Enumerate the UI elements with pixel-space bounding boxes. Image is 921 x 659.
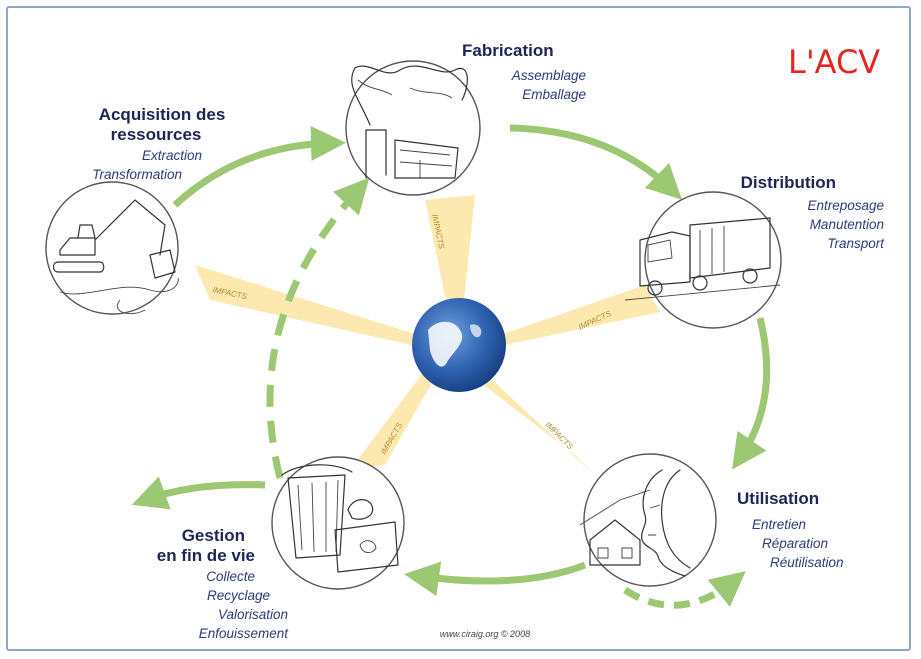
- diagram-frame: [6, 6, 911, 651]
- cycle-arrows: [131, 124, 771, 609]
- arrow-fabrication-to-distribution: [509, 124, 683, 200]
- impact-band-distribution: [500, 285, 660, 345]
- stage-title-gestion: Gestion: [182, 526, 245, 545]
- stage-title-gestion: en fin de vie: [157, 546, 255, 565]
- impact-band-utilisation: [485, 378, 600, 480]
- gestion-item: Enfouissement: [199, 626, 290, 641]
- globe-icon: [412, 298, 506, 392]
- acquisition-item: Extraction: [142, 148, 202, 163]
- gestion-item: Recyclage: [207, 588, 270, 603]
- logo-title: L'ACV: [788, 43, 880, 81]
- distribution-illustration: [624, 191, 782, 329]
- fabrication-illustration: [345, 60, 481, 196]
- utilisation-illustration: [579, 453, 717, 587]
- stage-title-distribution: Distribution: [741, 173, 836, 192]
- distribution-labels: Distribution Entreposage Manutention Tra…: [741, 173, 886, 251]
- gestion-item: Valorisation: [218, 607, 288, 622]
- impact-band-gestion: [350, 366, 438, 470]
- utilisation-item: Réparation: [762, 536, 828, 551]
- distribution-item: Entreposage: [807, 198, 884, 213]
- arrow-distribution-to-utilisation: [732, 317, 771, 470]
- gestion-item: Collecte: [206, 569, 255, 584]
- impact-label-utilisation: IMPACTS: [544, 420, 576, 452]
- impact-band-fabrication: [425, 195, 475, 320]
- gestion-illustration: [271, 456, 405, 590]
- arrow-utilisation-to-gestion: [404, 561, 587, 597]
- arrow-acquisition-to-fabrication: [172, 125, 346, 208]
- stage-title-acquisition: Acquisition des: [99, 105, 226, 124]
- acquisition-illustration: [45, 181, 179, 315]
- utilisation-item: Entretien: [752, 517, 806, 532]
- utilisation-labels: Utilisation Entretien Réparation Réutili…: [737, 489, 844, 570]
- credit-text: www.ciraig.org © 2008: [440, 629, 530, 639]
- stage-title-acquisition: ressources: [111, 125, 202, 144]
- stage-title-utilisation: Utilisation: [737, 489, 819, 508]
- fabrication-item: Assemblage: [511, 68, 586, 83]
- arrow-reuse-dashed: [623, 571, 746, 609]
- arrow-gestion-out: [131, 476, 266, 510]
- acquisition-labels: Acquisition des ressources Extraction Tr…: [92, 105, 225, 182]
- distribution-item: Manutention: [810, 217, 884, 232]
- fabrication-item: Emballage: [522, 87, 586, 102]
- acquisition-item: Transformation: [92, 167, 182, 182]
- stage-title-fabrication: Fabrication: [462, 41, 554, 60]
- gestion-labels: Gestion en fin de vie Collecte Recyclage…: [157, 526, 289, 641]
- utilisation-item: Réutilisation: [770, 555, 844, 570]
- arrow-recycling-dashed: [266, 177, 370, 479]
- fabrication-labels: Fabrication Assemblage Emballage: [462, 41, 586, 102]
- distribution-item: Transport: [827, 236, 885, 251]
- impact-band-acquisition: [195, 265, 428, 348]
- impact-bands: [195, 195, 660, 480]
